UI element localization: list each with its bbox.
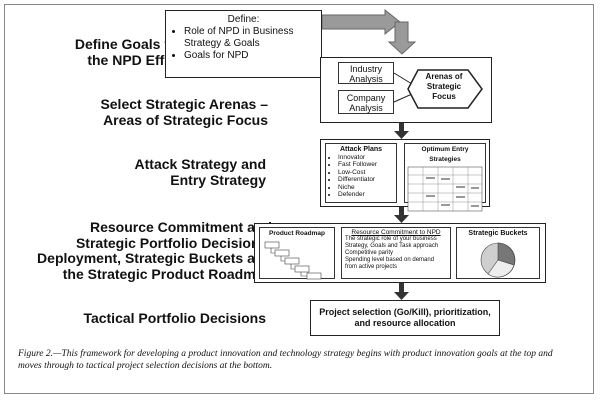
roadmap-graphic xyxy=(264,241,322,280)
arrow-head-1 xyxy=(394,131,409,139)
arrow-shaft-1 xyxy=(399,123,404,132)
roadmap-title: Product Roadmap xyxy=(269,230,325,237)
attack-plans-panel: Attack Plans Innovator Fast Follower Low… xyxy=(325,143,397,203)
define-heading: Define: xyxy=(227,14,260,25)
attack-plan-item: Defender xyxy=(338,191,393,199)
tactical-box: Project selection (Go/Kill), prioritizat… xyxy=(310,300,500,336)
stage-title-arenas: Select Strategic Arenas – Areas of Strat… xyxy=(100,96,268,128)
roadmap-panel: Product Roadmap xyxy=(259,227,335,280)
arenas-hexagon xyxy=(407,69,483,109)
arrow-head-3 xyxy=(394,292,409,300)
commitment-item: Strategy, Goals and Task approach xyxy=(345,243,439,249)
define-down-arrow xyxy=(387,21,417,55)
commitment-item: The strategic role of your business xyxy=(345,236,437,242)
arrow-head-2 xyxy=(394,215,409,223)
entry-strategies-table-graphic xyxy=(407,166,483,212)
arrow-shaft-3 xyxy=(399,283,404,293)
buckets-title: Strategic Buckets xyxy=(468,230,528,237)
define-list: Role of NPD in Business Strategy & Goals… xyxy=(172,26,315,62)
commitment-item: Spending level based on demand from acti… xyxy=(345,257,435,270)
stage-title-attack: Attack Strategy and Entry Strategy xyxy=(134,156,266,188)
attack-plan-item: Niche xyxy=(338,184,393,192)
attack-plan-item: Low-Cost xyxy=(338,169,393,177)
figure-frame xyxy=(4,4,594,394)
attack-plan-item: Innovator xyxy=(338,154,393,162)
attack-plan-item: Differentiator xyxy=(338,176,393,184)
arrow-shaft-2 xyxy=(399,207,404,216)
attack-plan-item: Fast Follower xyxy=(338,161,393,169)
arenas-result-label: Arenas of Strategic Focus xyxy=(425,72,463,101)
entry-strategies-panel: Optimum Entry Strategies xyxy=(404,143,486,212)
attack-plans-heading: Attack Plans xyxy=(339,146,383,153)
commitment-item: Competitive parity xyxy=(345,250,394,256)
commitment-panel: Resource Commitment to NPD The strategic… xyxy=(341,227,451,279)
buckets-pie-graphic xyxy=(480,242,516,278)
figure-caption: Figure 2.—This framework for developing … xyxy=(18,349,553,371)
entry-strategies-heading: Optimum Entry Strategies xyxy=(421,146,469,163)
define-arrow xyxy=(321,8,401,36)
attack-plans-list: Innovator Fast Follower Low-Cost Differe… xyxy=(329,154,393,199)
define-item: Role of NPD in Business Strategy & Goals xyxy=(184,26,315,50)
company-analysis-box: Company Analysis xyxy=(338,90,394,114)
define-box: Define: Role of NPD in Business Strategy… xyxy=(165,10,322,78)
define-item: Goals for NPD xyxy=(184,50,315,62)
buckets-panel: Strategic Buckets xyxy=(456,227,540,279)
commitment-title: Resource Commitment to NPD xyxy=(351,229,441,236)
industry-analysis-box: Industry Analysis xyxy=(338,62,394,84)
stage-title-tactical: Tactical Portfolio Decisions xyxy=(83,310,266,326)
